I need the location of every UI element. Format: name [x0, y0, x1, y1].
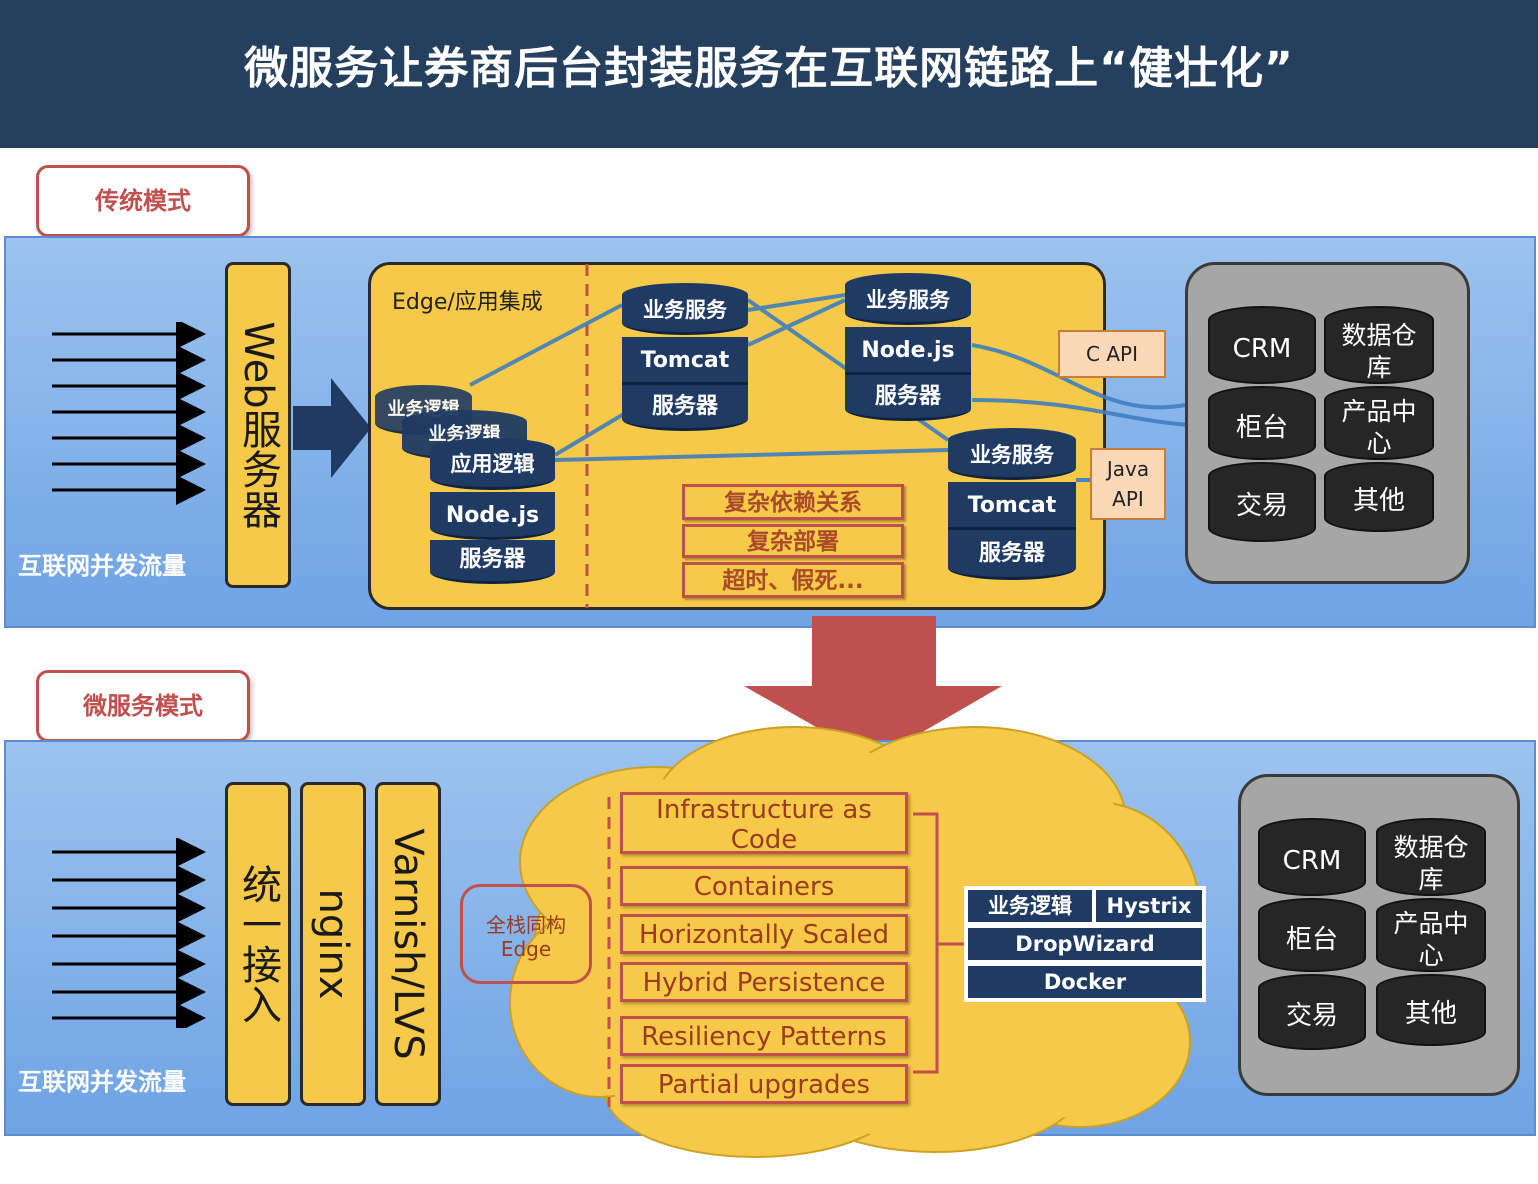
traditional-mode-label: 传统模式: [36, 165, 250, 237]
app-stack-nodejs: Node.js: [430, 492, 555, 540]
ms-backend-other: 其他: [1376, 974, 1486, 1046]
problem-deployment: 复杂部署: [682, 524, 904, 558]
backend-warehouse: 数据仓库: [1324, 306, 1434, 384]
service-a-tomcat: Tomcat: [622, 337, 748, 385]
service-b-server: 服务器: [845, 375, 971, 421]
gateway-nginx: nginx: [300, 782, 366, 1106]
microservice-mode-label: 微服务模式: [36, 670, 250, 742]
ms-backend-counter: 柜台: [1258, 898, 1366, 972]
page-title: 微服务让券商后台封装服务在互联网链路上“健壮化”: [244, 43, 1294, 94]
web-server-label: Web服务器: [235, 321, 281, 529]
service-b-nodejs: Node.js: [845, 327, 971, 375]
stack-business-logic: 业务逻辑: [966, 888, 1094, 924]
app-stack-logic: 应用逻辑: [430, 438, 555, 490]
microservice-traffic-label: 互联网并发流量: [18, 1068, 186, 1096]
backend-counter: 柜台: [1208, 386, 1316, 460]
ms-backend-warehouse: 数据仓库: [1376, 818, 1486, 896]
principle-horizontally-scaled: Horizontally Scaled: [620, 914, 908, 954]
problem-timeout: 超时、假死...: [682, 562, 904, 598]
service-a-server: 服务器: [622, 385, 748, 431]
traditional-traffic-arrows: [52, 322, 206, 505]
ms-backend-crm: CRM: [1258, 818, 1366, 896]
gateway-unified-access-label: 统一接入: [235, 864, 281, 1024]
principle-resiliency-patterns: Resiliency Patterns: [620, 1016, 908, 1056]
service-b-business: 业务服务: [845, 273, 971, 325]
principle-infrastructure-as-code: Infrastructure as Code: [620, 792, 908, 855]
principle-containers: Containers: [620, 866, 908, 906]
problem-dependency: 复杂依赖关系: [682, 484, 904, 520]
stack-docker: Docker: [966, 964, 1204, 1000]
backend-other: 其他: [1324, 462, 1434, 532]
ms-backend-product: 产品中心: [1376, 898, 1486, 972]
gateway-varnish-lvs: Varnish/LVS: [375, 782, 441, 1106]
c-api-box: C API: [1058, 330, 1166, 378]
principle-hybrid-persistence: Hybrid Persistence: [620, 962, 908, 1002]
backend-trade: 交易: [1208, 462, 1316, 542]
gateway-unified-access: 统一接入: [225, 782, 291, 1106]
service-a-business: 业务服务: [622, 283, 748, 335]
app-stack-server: 服务器: [430, 540, 555, 584]
fullstack-edge-box: 全栈同构 Edge: [460, 884, 592, 984]
gateway-nginx-label: nginx: [310, 888, 356, 1000]
microservice-traffic-arrows: [52, 838, 206, 1028]
gateway-varnish-lvs-label: Varnish/LVS: [385, 828, 431, 1060]
traditional-traffic-label: 互联网并发流量: [18, 552, 186, 580]
stack-dropwizard: DropWizard: [966, 926, 1204, 962]
title-bar: [0, 0, 1538, 148]
service-c-tomcat: Tomcat: [948, 482, 1076, 530]
backend-product: 产品中心: [1324, 386, 1434, 460]
service-c-server: 服务器: [948, 530, 1076, 580]
web-server-box: Web服务器: [225, 262, 291, 588]
edge-label: Edge/应用集成: [392, 290, 543, 315]
transition-arrow: [744, 616, 1002, 760]
backend-crm: CRM: [1208, 306, 1316, 384]
java-api-box: Java API: [1090, 448, 1166, 520]
stack-hystrix: Hystrix: [1094, 888, 1204, 924]
service-c-business: 业务服务: [948, 428, 1076, 480]
flow-arrow: [293, 378, 371, 478]
principle-partial-upgrades: Partial upgrades: [620, 1064, 908, 1104]
ms-backend-trade: 交易: [1258, 974, 1366, 1050]
